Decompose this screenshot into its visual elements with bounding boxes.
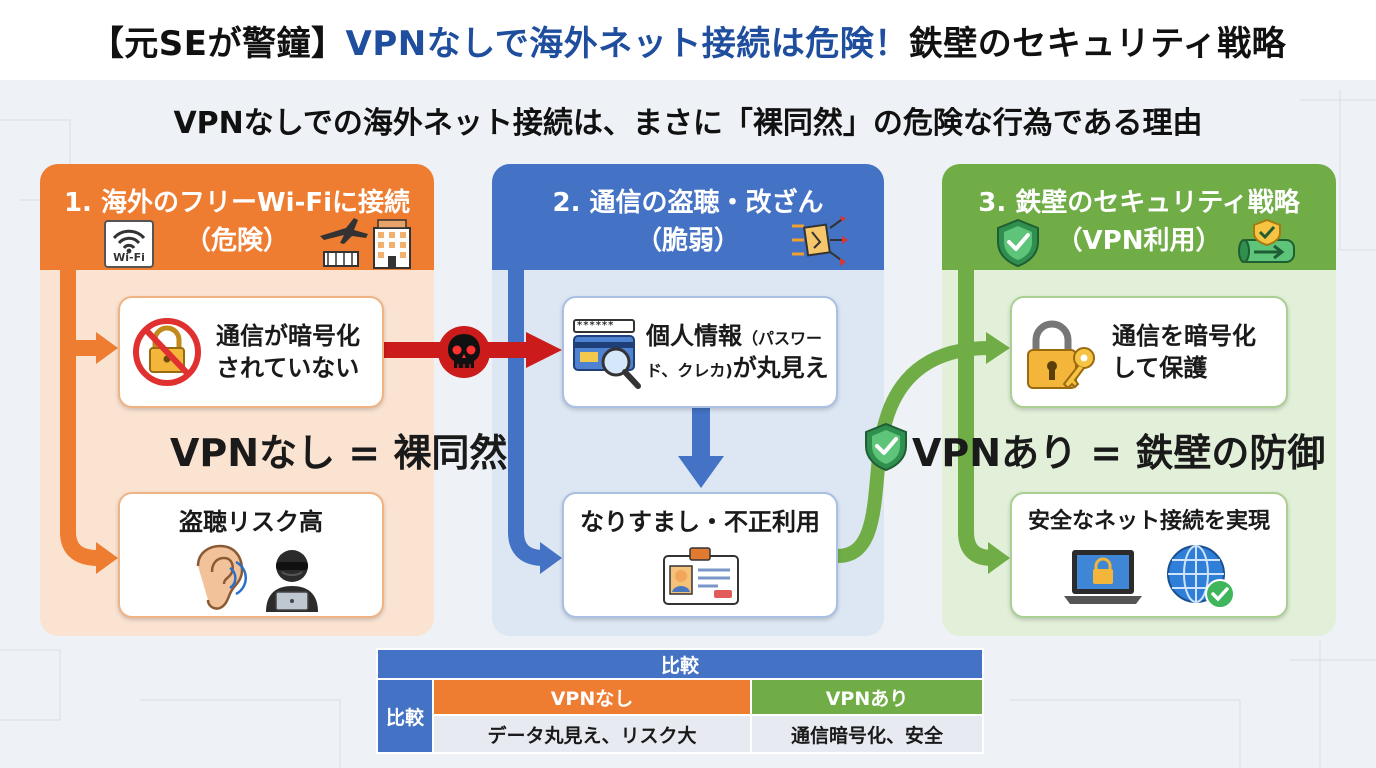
- panel-security-title: 3. 鉄壁のセキュリティ戦略: [978, 188, 1300, 218]
- encrypt-line1: 通信を暗号化: [1112, 322, 1256, 350]
- eavesdrop-risk-label: 盗聴リスク高: [179, 508, 323, 536]
- subtitle: VPNなしでの海外ネット接続は、まさに「裸同然」の危険な行為である理由: [173, 106, 1203, 141]
- data-tamper-icon: [792, 216, 848, 266]
- panel-danger-subtitle: （危険）: [184, 226, 289, 256]
- comparison-val-without: データ丸見え、リスク大: [432, 714, 752, 754]
- comparison-col-with: VPNあり: [749, 678, 985, 716]
- secure-tunnel-icon: [1238, 218, 1295, 263]
- airport-icon: [320, 218, 411, 269]
- sound-waves-icon: [229, 560, 247, 596]
- comparison-val-with: 通信暗号化、安全: [749, 714, 985, 754]
- id-card-icon: [663, 547, 739, 605]
- safe-connection-label: 安全なネット接続を実現: [1027, 509, 1270, 534]
- shield-check-small-icon: [865, 422, 907, 472]
- credit-card-magnifier-icon: [573, 319, 641, 389]
- personal-info-line2: ド、クレカ)が丸見え: [646, 352, 829, 387]
- lock-key-icon: [1027, 320, 1095, 390]
- globe-check-icon: [1167, 545, 1235, 609]
- title-bar: [0, 0, 1376, 80]
- comparison-table: 比較 比較 VPNなし VPNあり データ丸見え、リスク大 通信暗号化、安全: [376, 648, 985, 754]
- page-title: 【元SEが警鐘】 VPNなしで海外ネット接続は危険！ 鉄壁のセキュリティ戦略: [0, 12, 1376, 68]
- personal-info-paren-2: ド、クレカ): [646, 361, 733, 380]
- box-impersonation: なりすまし・不正利用: [562, 492, 838, 618]
- secure-laptop-icon: [1064, 550, 1142, 604]
- wifi-label: Wi-Fi: [113, 251, 145, 264]
- personal-info-line1: 個人情報（パスワー: [646, 320, 822, 355]
- shield-check-icon: [997, 218, 1039, 268]
- hacker-icon: [266, 550, 318, 612]
- panel-vulnerable-title: 2. 通信の盗聴・改ざん: [552, 188, 824, 218]
- personal-info-main: 個人情報: [646, 322, 742, 350]
- no-lock-icon: [133, 318, 201, 386]
- box-safe-connection: 安全なネット接続を実現: [1010, 492, 1288, 618]
- comparison-header: 比較: [376, 648, 984, 680]
- box-personal-info: ****** 個人情報（パスワー ド、クレカ)が丸見え: [562, 296, 838, 408]
- skull-icon: [438, 326, 490, 378]
- panel-security-subtitle: （VPN利用）: [1056, 226, 1222, 256]
- personal-info-paren: （パスワー: [742, 329, 823, 348]
- with-vpn-label: VPNあり = 鉄壁の防御: [912, 431, 1326, 475]
- title-part-danger: VPNなしで海外ネット接続は危険！: [345, 23, 909, 64]
- without-vpn-label: VPNなし = 裸同然: [170, 431, 508, 475]
- comparison-row-label: 比較: [376, 678, 434, 754]
- ear-icon: [196, 544, 244, 610]
- not-encrypted-line1: 通信が暗号化: [216, 322, 360, 350]
- impersonation-label: なりすまし・不正利用: [580, 508, 820, 536]
- not-encrypted-line2: されていない: [216, 354, 360, 382]
- comparison-col-without: VPNなし: [432, 678, 752, 716]
- panel-danger-title: 1. 海外のフリーWi-Fiに接続: [63, 188, 411, 218]
- title-part-warning: 【元SEが警鐘】: [89, 23, 346, 64]
- wifi-icon: Wi-Fi: [104, 220, 154, 268]
- password-mask: ******: [577, 320, 615, 331]
- encrypt-line2: して保護: [1112, 354, 1208, 382]
- personal-info-exposed: が丸見え: [732, 354, 829, 382]
- title-part-strategy: 鉄壁のセキュリティ戦略: [908, 23, 1287, 64]
- box-encrypt-protect: 通信を暗号化 して保護: [1010, 296, 1288, 408]
- box-not-encrypted: 通信が暗号化 されていない: [118, 296, 384, 408]
- panel-vulnerable-subtitle: （脆弱）: [635, 226, 740, 256]
- box-eavesdrop-risk: 盗聴リスク高: [118, 492, 384, 618]
